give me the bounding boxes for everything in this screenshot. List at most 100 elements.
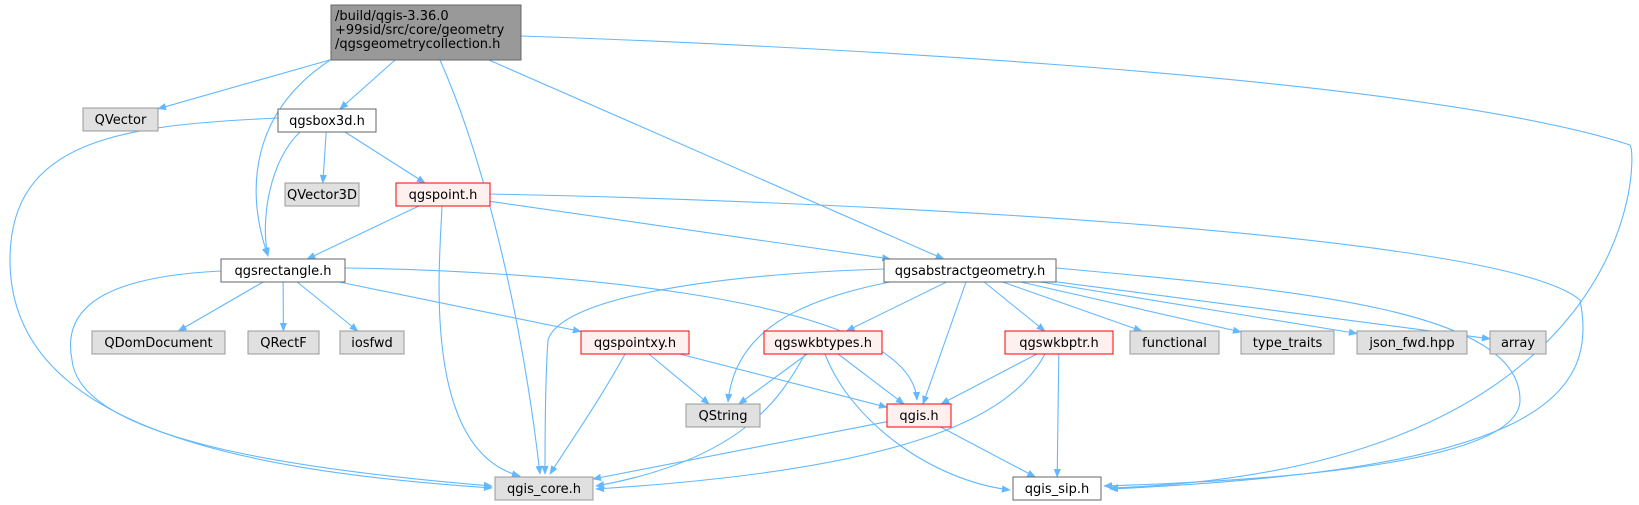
node-label-functional: functional [1142,336,1207,351]
node-qgis_sip[interactable]: qgis_sip.h [1012,476,1102,501]
node-label-qrectf: QRectF [260,336,306,351]
node-qgswkbtypes[interactable]: qgswkbtypes.h [763,330,883,355]
node-box-root [330,4,522,61]
nodes-layer: /build/qgis-3.36.0+99sid/src/core/geomet… [82,4,1547,501]
edge-root-to-qgis_core [439,59,543,475]
node-qgswkbptr[interactable]: qgswkbptr.h [1004,330,1114,355]
node-box-qgspoint [395,182,491,207]
node-qstring: QString [685,403,761,428]
edge-qgis-to-qgis_core [592,421,888,481]
node-type_traits: type_traits [1240,330,1335,355]
node-box-qgspointxy [580,330,690,355]
node-root[interactable]: /build/qgis-3.36.0+99sid/src/core/geomet… [330,4,522,61]
node-qgspointxy[interactable]: qgspointxy.h [580,330,690,355]
edge-root-to-qgsrectangle [255,56,336,257]
edge-qgsrectangle-to-qgis_core [70,270,493,489]
edge-qgis-to-qgis_sip [940,426,1037,478]
node-label-qgswkbptr: qgswkbptr.h [1019,336,1099,351]
edge-root-to-qgis_sip [520,35,1633,492]
node-qdomdocument: QDomDocument [91,330,226,355]
edge-qgsabstractgeometry-to-functional [1002,281,1143,332]
node-json_fwd: json_fwd.hpp [1356,330,1468,355]
node-qgis_core: qgis_core.h [494,476,594,501]
node-label-qgswkbtypes: qgswkbtypes.h [774,336,872,351]
edge-qgsabstractgeometry-to-qgis_core [541,268,885,475]
edge-qgspointxy-to-qgis [679,353,888,409]
edge-qgsabstractgeometry-to-type_traits [1020,281,1242,334]
edge-qgswkbtypes-to-qgis_sip [824,353,1011,493]
edge-qgsbox3d-to-qgsrectangle [262,131,301,257]
node-box-iosfwd [339,330,405,355]
node-label-qstring: QString [698,409,747,424]
node-box-qgswkbptr [1004,330,1114,355]
node-qvector3d: QVector3D [284,182,360,207]
node-box-qgswkbtypes [763,330,883,355]
node-box-qgis [886,403,952,428]
edge-qgsrectangle-to-qdomdocument [177,281,264,332]
node-box-qgis_sip [1012,476,1102,501]
node-box-functional [1129,330,1220,355]
edge-qgspoint-to-qgsrectangle [306,205,420,260]
node-qgsbox3d[interactable]: qgsbox3d.h [277,108,377,133]
edge-qgsrectangle-to-qgspointxy [339,281,582,334]
node-functional: functional [1129,330,1220,355]
node-box-qdomdocument [91,330,226,355]
node-label-qdomdocument: QDomDocument [104,336,212,351]
node-box-qgsrectangle [220,258,346,283]
edge-qgspoint-to-qgis_core [438,205,521,478]
edge-qgspoint-to-qgsabstractgeometry [489,200,892,262]
node-qrectf: QRectF [247,330,320,355]
node-box-qgsbox3d [277,108,377,133]
node-box-json_fwd [1356,330,1468,355]
edge-qgsabstractgeometry-to-qgswkbptr [983,281,1046,332]
edge-qgsrectangle-to-qgis [344,267,921,401]
node-label-qvector: QVector [95,113,147,128]
node-label-qgis_core: qgis_core.h [507,482,581,497]
node-box-qstring [685,403,761,428]
edge-qgsbox3d-to-qgis_core [9,117,493,492]
node-box-array [1489,330,1547,355]
edge-root-to-qgsabstractgeometry [488,59,945,260]
edge-qgswkbptr-to-qgis_sip [1053,353,1061,478]
edge-root-to-qvector [157,59,332,111]
node-qvector: QVector [82,107,159,132]
edge-root-to-qgsbox3d [339,59,396,110]
node-label-array: array [1501,336,1535,351]
node-label-qvector3d: QVector3D [287,188,357,203]
edge-qgswkbtypes-to-qgis [837,353,905,405]
edge-qgspointxy-to-qstring [648,353,710,405]
node-label-qgis: qgis.h [899,409,938,424]
node-label-qgsabstractgeometry: qgsabstractgeometry.h [895,264,1045,279]
edges-layer [9,35,1633,493]
node-qgspoint[interactable]: qgspoint.h [395,182,491,207]
node-label-qgspoint: qgspoint.h [409,188,478,203]
node-label-iosfwd: iosfwd [351,336,393,351]
node-label-type_traits: type_traits [1253,336,1323,351]
node-iosfwd: iosfwd [339,330,405,355]
edge-qgsabstractgeometry-to-json_fwd [1040,281,1358,336]
node-array: array [1489,330,1547,355]
edge-qgswkbptr-to-qgis_core [595,353,1046,493]
node-qgsrectangle[interactable]: qgsrectangle.h [220,258,346,283]
edge-qgsabstractgeometry-to-qgswkbtypes [845,281,947,332]
edge-qgswkbptr-to-qgis [940,353,1038,405]
edge-qgsabstractgeometry-to-array [1055,281,1491,342]
node-box-qgis_core [494,476,594,501]
edge-qgsbox3d-to-qgspoint [344,131,426,184]
node-qgis[interactable]: qgis.h [886,403,952,428]
edge-qgsrectangle-to-iosfwd [296,281,359,332]
node-label-json_fwd: json_fwd.hpp [1368,336,1454,351]
node-qgsabstractgeometry[interactable]: qgsabstractgeometry.h [883,258,1057,283]
edge-qgsabstractgeometry-to-qgis [922,281,967,405]
node-box-qvector [82,107,159,132]
edge-qgsbox3d-to-qvector3d [319,131,327,184]
node-box-qvector3d [284,182,360,207]
node-label-root: /build/qgis-3.36.0+99sid/src/core/geomet… [335,9,505,52]
edge-qgsabstractgeometry-to-qstring [725,281,891,403]
node-label-qgsbox3d: qgsbox3d.h [289,114,365,129]
node-box-type_traits [1240,330,1335,355]
node-box-qgsabstractgeometry [883,258,1057,283]
node-label-qgis_sip: qgis_sip.h [1025,482,1089,497]
edge-qgspointxy-to-qgis_core [549,353,626,475]
edge-qgsabstractgeometry-to-qgis_sip [1055,267,1521,490]
